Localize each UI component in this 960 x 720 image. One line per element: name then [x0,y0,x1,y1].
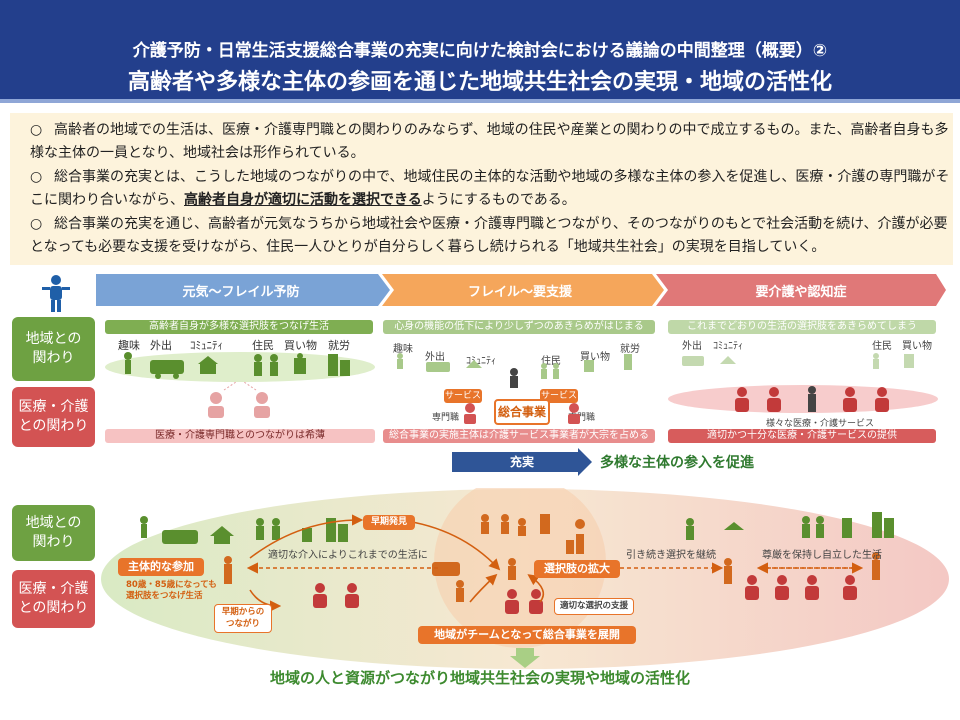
s3-care-icons [735,386,889,412]
active-participation-label: 主体的な参加 [118,558,204,576]
various-services-label: 様々な医療・介護サービス [766,419,875,429]
header-underline [0,99,960,103]
summary-bullet-2: ○総合事業の充実とは、こうした地域のつながりの中で、地域住民の主体的な活動や地域… [30,169,950,208]
footer-conclusion: 地域の人と資源がつながり地域共生社会の実現や地域の活性化 [269,669,690,687]
footer-arrow [510,648,540,668]
s1-item-residents: 住民 [252,339,274,352]
s1-item-outing: 外出 [150,339,172,352]
s3-item-community: ｺﾐｭﾆﾃｨ [713,341,743,352]
stage-arrow-1 [96,274,390,306]
future-ellipse [101,488,949,669]
s2-item-community: ｺﾐｭﾆﾃｨ [466,356,496,367]
s1-activity-icons [124,352,350,379]
s2-activity-icons [397,353,632,388]
s1-item-hobby: 趣味 [118,339,140,352]
header-banner [0,0,960,99]
future-flow-arrows [246,514,864,612]
early-detect-label: 早期発見 [363,515,415,530]
s1-professional-icons [208,381,270,418]
s2-item-shopping: 買い物 [580,352,610,363]
s2-item-outing: 外出 [425,352,445,363]
stage-arrow-3 [656,274,946,306]
support-choice-label: 適切な選択の支援 [554,598,634,615]
enhance-arrow [452,448,592,476]
s2-item-work: 就労 [620,344,640,355]
stage1-bottom-label: 医療・介護専門職とのつながりは希薄 [105,429,375,443]
stage2-bottom-label: 総合事業の実施主体は介護サービス事業者が大宗を占める [383,429,655,443]
summary-bullet-1: ○高齢者の地域での生活は、医療・介護専門職との関わりのみならず、地域の住民や産業… [30,122,949,161]
s2-item-hobby: 趣味 [393,344,413,355]
page-title: 高齢者や多様な主体の参画を通じた地域共生社会の実現・地域の活性化 [127,70,832,95]
dignity-label: 尊厳を保持し自立した生活 [762,550,882,561]
side-community-current: 地域との 関わり [12,317,95,381]
s2-professional-icons [464,403,580,424]
pro-label-right: 専門職 [568,413,596,423]
pro-label-left: 専門職 [432,413,460,423]
stage1-top-label: 高齢者自身が多様な選択肢をつなげ生活 [105,320,373,334]
elderly-person-icon [42,275,70,312]
stage3-top-label: これまでどおりの生活の選択肢をあきらめてしまう [668,320,936,334]
summary-box: ○高齢者の地域での生活は、医療・介護専門職との関わりのみならず、地域の住民や産業… [10,113,953,265]
diverse-entry-text: 多様な主体の参入を促進 [600,455,754,471]
service-tag-right: サービス [540,389,578,403]
early-connect-label: 早期からの つながり [214,604,272,633]
stage3-medical-ellipse [668,385,938,413]
side-medical-current: 医療・介護 との関わり [12,387,95,447]
stage-arrow-2 [382,274,664,306]
s2-item-residents: 住民 [541,356,561,367]
intervention-label: 適切な介入によりこれまでの生活に [268,550,428,561]
expand-choices-label: 選択肢の拡大 [534,560,620,578]
s3-activity-icons [682,353,914,369]
side-medical-future: 医療・介護 との関わり [12,570,95,628]
page-subtitle: 介護予防・日常生活支援総合事業の充実に向けた検討会における議論の中間整理（概要）… [132,41,828,61]
team-label: 地域がチームとなって総合事業を展開 [418,626,636,644]
continue-choice-label: 引き続き選択を継続 [626,550,716,561]
sogo-jigyo-box: 総合事業 [494,399,550,425]
stage2-top-label: 心身の機能の低下により少しずつのあきらめがはじまる [383,320,655,334]
side-community-future: 地域との 関わり [12,505,95,561]
age-note: 80歳・85歳になっても 選択肢をつなげ生活 [126,580,217,601]
s3-item-outing: 外出 [682,341,702,352]
stage-arrows [96,274,946,306]
s1-item-work: 就労 [328,339,350,352]
service-tag-left: サービス [444,389,482,403]
s3-item-shopping: 買い物 [902,341,932,352]
stage-label-2: フレイル～要支援 [467,285,572,300]
future-icons [140,512,894,614]
summary-bullet-3: ○総合事業の充実を通じ、高齢者が元気なうちから地域社会や医療・介護専門職とつなが… [30,216,948,255]
emphasis-text: 高齢者自身が適切に活動を選択できる [184,192,422,208]
stage3-bottom-label: 適切かつ十分な医療・介護サービスの提供 [668,429,936,443]
stage-label-1: 元気～フレイル予防 [182,285,300,300]
enhance-label: 充実 [509,455,534,469]
s3-item-residents: 住民 [872,341,892,352]
s1-item-community: ｺﾐｭﾆﾃｨ [190,339,223,352]
stage-label-3: 要介護や認知症 [755,285,847,300]
s1-item-shopping: 買い物 [284,339,317,352]
